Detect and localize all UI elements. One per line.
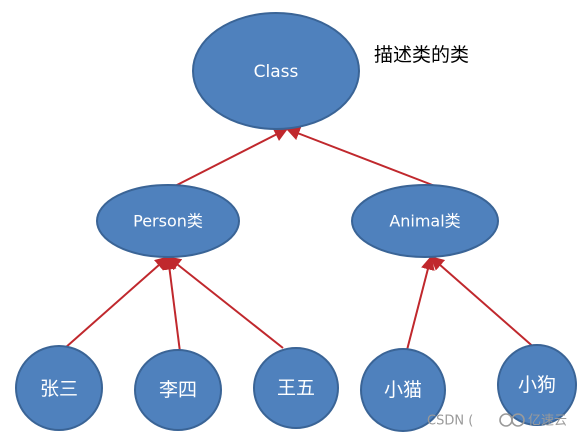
node-person-class: Person类 <box>96 184 240 258</box>
edges <box>64 126 538 353</box>
watermark: CSDN ( 亿速云 <box>427 413 567 429</box>
node-xiaogou-label: 小狗 <box>518 374 556 396</box>
annotation-class-of-classes: 描述类的类 <box>374 44 469 66</box>
yisu-logo-icon <box>499 413 525 427</box>
node-wangwu-label: 王五 <box>277 377 315 399</box>
node-zhangsan-label: 张三 <box>40 378 78 400</box>
node-lisi-label: 李四 <box>159 379 197 401</box>
edge-lisi-to-person <box>162 255 181 353</box>
edge-xiaomao-to-animal <box>406 255 435 351</box>
edge-xiaogou-to-animal <box>429 256 538 351</box>
edge-animal-to-class <box>285 126 436 187</box>
watermark-csdn-text: CSDN ( <box>427 414 473 429</box>
node-zhangsan: 张三 <box>15 345 103 431</box>
node-animal-class: Animal类 <box>351 184 499 258</box>
watermark-brand-text: 亿速云 <box>528 414 567 429</box>
node-xiaomao-label: 小猫 <box>384 379 422 401</box>
node-lisi: 李四 <box>134 349 222 431</box>
node-class-label: Class <box>254 62 299 82</box>
node-xiaomao: 小猫 <box>360 348 446 432</box>
node-animal-class-label: Animal类 <box>389 212 460 231</box>
edge-person-to-class <box>174 128 289 187</box>
node-class: Class <box>192 12 360 130</box>
node-person-class-label: Person类 <box>133 212 203 231</box>
node-wangwu: 王五 <box>253 347 339 429</box>
edge-zhangsan-to-person <box>64 256 170 349</box>
edge-wangwu-to-person <box>166 256 284 349</box>
node-xiaogou: 小狗 <box>497 344 577 426</box>
